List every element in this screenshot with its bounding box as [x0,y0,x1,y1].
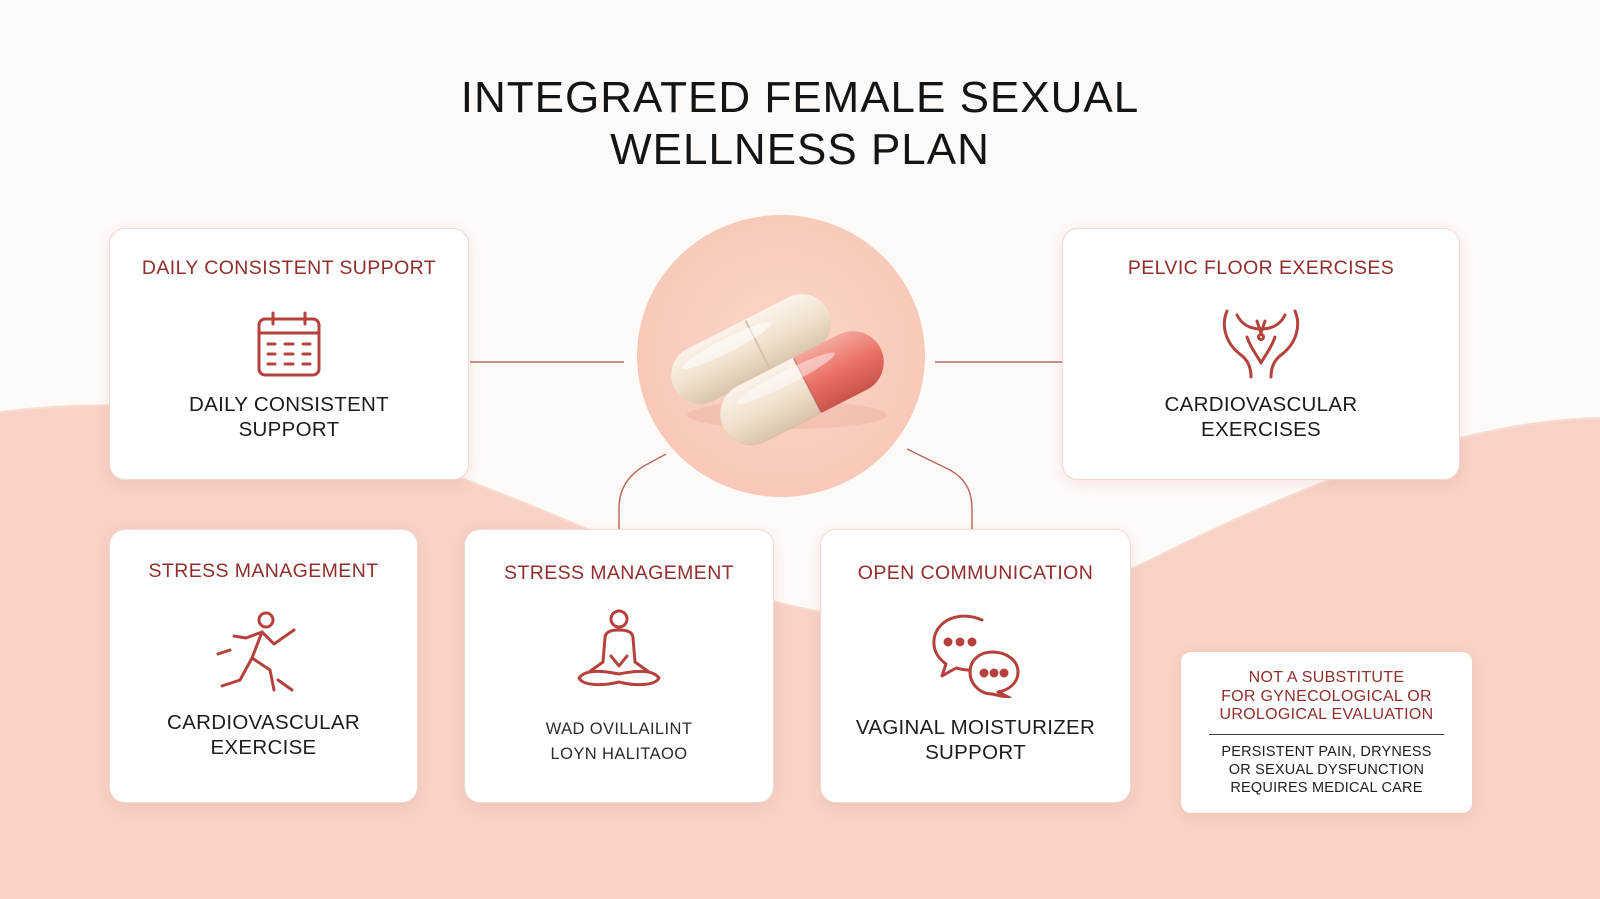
card-caption: CARDIOVASCULAR EXERCISE [120,710,407,760]
card-caption: WAD OVILLAILINT LOYN HALITAOO [475,717,763,767]
calendar-icon [253,309,325,381]
card-heading: PELVIC FLOOR EXERCISES [1127,257,1395,279]
caption-line-1: CARDIOVASCULAR [1164,393,1358,416]
card-open-communication: OPEN COMMUNICATION VAGINAL MOISTURIZER S… [820,529,1131,803]
caption-line-2: EXERCISE [210,736,317,759]
disclaimer-body-line-2: OR SEXUAL DYSFUNCTION [1228,762,1425,778]
card-heading: STRESS MANAGEMENT [504,562,734,584]
card-heading: OPEN COMMUNICATION [857,562,1094,584]
card-daily-consistent-support: DAILY CONSISTENT SUPPORT DAILY CONSISTEN… [109,228,469,480]
disclaimer-heading-line-2: FOR GYNECOLOGICAL OR [1221,687,1432,705]
running-person-icon [216,610,312,696]
title-line-2: WELLNESS PLAN [610,125,990,174]
caption-line-2: SUPPORT [238,418,340,441]
card-heading: STRESS MANAGEMENT [148,560,379,582]
card-caption: DAILY CONSISTENT SUPPORT [120,392,458,442]
caption-line-1: VAGINAL MOISTURIZER [855,716,1096,739]
caption-line-1: WAD OVILLAILINT [545,720,693,738]
capsule-front [720,331,884,445]
card-heading: DAILY CONSISTENT SUPPORT [141,257,437,279]
caption-line-1: CARDIOVASCULAR [167,711,360,734]
connector-bottom-right [906,448,973,529]
center-supplement-circle [637,215,925,497]
meditation-icon [575,608,663,692]
capsule-back [671,294,831,404]
title-line-1: INTEGRATED FEMALE SEXUAL [460,73,1140,122]
disclaimer-heading-line-3: UROLOGICAL EVALUATION [1219,706,1434,723]
card-stress-management-meditation: STRESS MANAGEMENT WAD OVILLAILINT LOYN H… [464,529,774,803]
medical-disclaimer-box: NOT A SUBSTITUTE FOR GYNECOLOGICAL OR UR… [1181,652,1472,813]
caption-line-2: EXERCISES [1200,418,1322,441]
card-pelvic-floor-exercises: PELVIC FLOOR EXERCISES CARDIOVASCULAR EX… [1062,228,1460,480]
disclaimer-heading: NOT A SUBSTITUTE FOR GYNECOLOGICAL OR UR… [1181,669,1472,725]
disclaimer-divider [1209,734,1444,735]
card-caption: VAGINAL MOISTURIZER SUPPORT [831,715,1120,765]
caption-line-2: SUPPORT [925,741,1026,764]
card-caption: CARDIOVASCULAR EXERCISES [1073,392,1449,442]
caption-line-2: LOYN HALITAOO [550,745,688,763]
disclaimer-heading-line-1: NOT A SUBSTITUTE [1248,669,1405,686]
pelvis-icon [1217,307,1305,379]
disclaimer-body-line-1: PERSISTENT PAIN, DRYNESS [1221,744,1432,760]
page-title: INTEGRATED FEMALE SEXUAL WELLNESS PLAN [300,72,1300,176]
disclaimer-body-line-3: REQUIRES MEDICAL CARE [1230,780,1423,796]
chat-bubbles-icon [930,612,1022,698]
caption-line-1: DAILY CONSISTENT [189,393,389,416]
capsules-icon [671,294,887,445]
card-stress-management-cardio: STRESS MANAGEMENT CARDIOVASCULAR EXERCIS… [109,529,418,803]
connector-bottom-left [618,453,667,529]
disclaimer-body: PERSISTENT PAIN, DRYNESS OR SEXUAL DYSFU… [1181,743,1472,797]
